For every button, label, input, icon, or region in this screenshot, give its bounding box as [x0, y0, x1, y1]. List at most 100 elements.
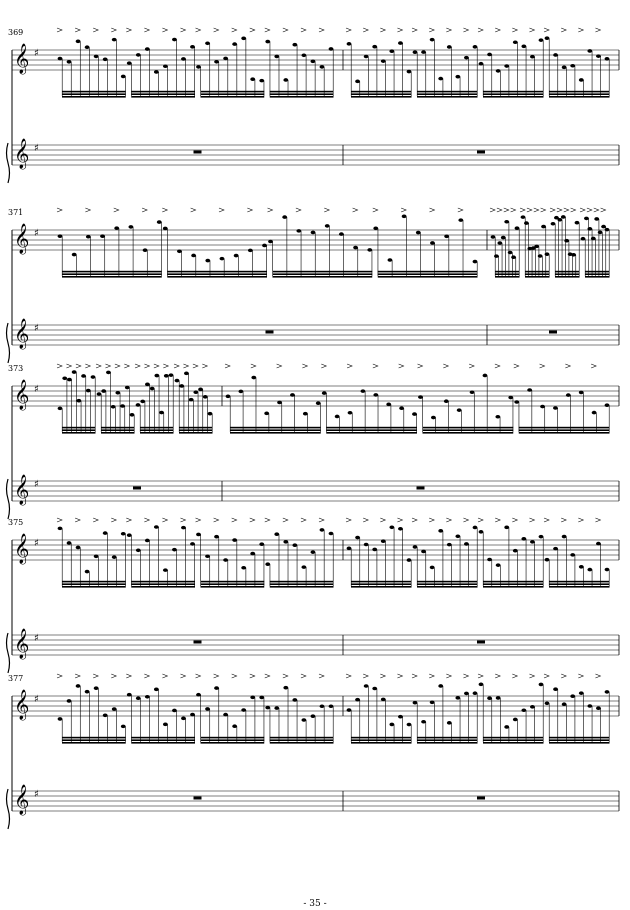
- note-head: [310, 230, 316, 235]
- beam: [101, 426, 135, 429]
- note-head: [530, 54, 535, 59]
- note-head: [587, 227, 593, 231]
- beam: [200, 739, 265, 741]
- beam: [272, 276, 373, 278]
- accent-icon: [192, 363, 199, 369]
- note-head: [406, 69, 412, 74]
- accent-icon: [124, 363, 131, 369]
- note-head: [57, 526, 63, 531]
- note-head: [172, 547, 177, 552]
- measure-number: 373: [8, 364, 24, 373]
- accent-icon: [321, 363, 328, 369]
- beam: [269, 586, 334, 588]
- note-head: [580, 236, 586, 241]
- beam: [179, 426, 213, 429]
- note-head: [135, 403, 141, 407]
- note-head: [590, 236, 596, 241]
- note-head: [106, 370, 111, 375]
- beam: [585, 270, 610, 273]
- note-head: [153, 687, 159, 692]
- accent-icon: [224, 363, 231, 369]
- note-head: [140, 399, 146, 404]
- beam: [269, 580, 334, 583]
- note-head: [120, 531, 126, 536]
- accent-icon: [85, 363, 92, 369]
- beam: [131, 736, 195, 739]
- note-head: [430, 241, 435, 245]
- note-head: [438, 684, 444, 688]
- note-head: [406, 722, 412, 727]
- note-head: [604, 227, 610, 232]
- accent-icon: [195, 27, 202, 33]
- accent-icon: [213, 517, 220, 523]
- beam: [417, 736, 478, 739]
- note-head: [144, 538, 150, 543]
- beam: [131, 580, 195, 583]
- accent-icon: [446, 673, 453, 679]
- treble-clef-icon: 𝄞: [14, 784, 29, 816]
- accent-icon: [494, 363, 501, 369]
- beam: [351, 583, 412, 585]
- beam: [200, 96, 265, 98]
- beam: [200, 93, 265, 95]
- accent-icon: [539, 363, 546, 369]
- note-head: [530, 705, 535, 709]
- beam: [62, 583, 126, 585]
- note-head: [223, 56, 229, 61]
- accent-icon: [489, 207, 496, 213]
- note-head: [126, 533, 132, 538]
- note-head: [75, 39, 81, 44]
- accent-icon: [276, 363, 283, 369]
- note-head: [179, 384, 185, 388]
- beam: [422, 432, 514, 434]
- accent-icon: [126, 517, 133, 523]
- note-head: [328, 704, 334, 709]
- note-head: [120, 724, 126, 729]
- note-head: [512, 548, 518, 553]
- accent-icon: [180, 517, 187, 523]
- accent-icon: [578, 517, 585, 523]
- accent-icon: [144, 27, 151, 33]
- sharp-icon: ♯: [34, 479, 39, 490]
- note-head: [223, 558, 229, 562]
- note-head: [100, 234, 105, 239]
- beam: [200, 580, 265, 583]
- note-head: [446, 542, 452, 547]
- note-head: [512, 40, 518, 45]
- beam: [417, 583, 478, 585]
- note-head: [75, 684, 81, 688]
- beam: [269, 736, 334, 739]
- note-head: [527, 388, 533, 392]
- beam: [417, 93, 478, 95]
- accent-icon: [114, 363, 121, 369]
- beam: [140, 426, 174, 429]
- note-head: [438, 529, 444, 533]
- beam: [351, 580, 412, 583]
- note-head: [500, 235, 506, 240]
- accent-icon: [372, 363, 379, 369]
- note-head: [487, 696, 492, 700]
- accent-icon: [183, 363, 190, 369]
- note-head: [557, 217, 563, 222]
- beam: [140, 429, 174, 431]
- note-head: [190, 542, 195, 546]
- note-head: [587, 567, 593, 572]
- note-head: [264, 411, 270, 416]
- treble-clef-icon: 𝄞: [14, 223, 29, 255]
- note-head: [172, 37, 177, 42]
- accent-icon: [173, 363, 180, 369]
- accent-icon: [218, 207, 225, 213]
- note-head: [401, 214, 407, 219]
- note-head: [198, 387, 203, 392]
- note-head: [578, 564, 584, 569]
- bracket-icon: [5, 788, 11, 830]
- accent-icon: [195, 517, 202, 523]
- note-head: [346, 42, 352, 46]
- note-head: [196, 692, 201, 697]
- beam: [525, 270, 550, 273]
- accent-icon: [417, 363, 424, 369]
- accent-icon: [324, 207, 331, 213]
- accent-icon: [595, 673, 602, 679]
- beam: [525, 276, 550, 278]
- note-head: [520, 215, 526, 219]
